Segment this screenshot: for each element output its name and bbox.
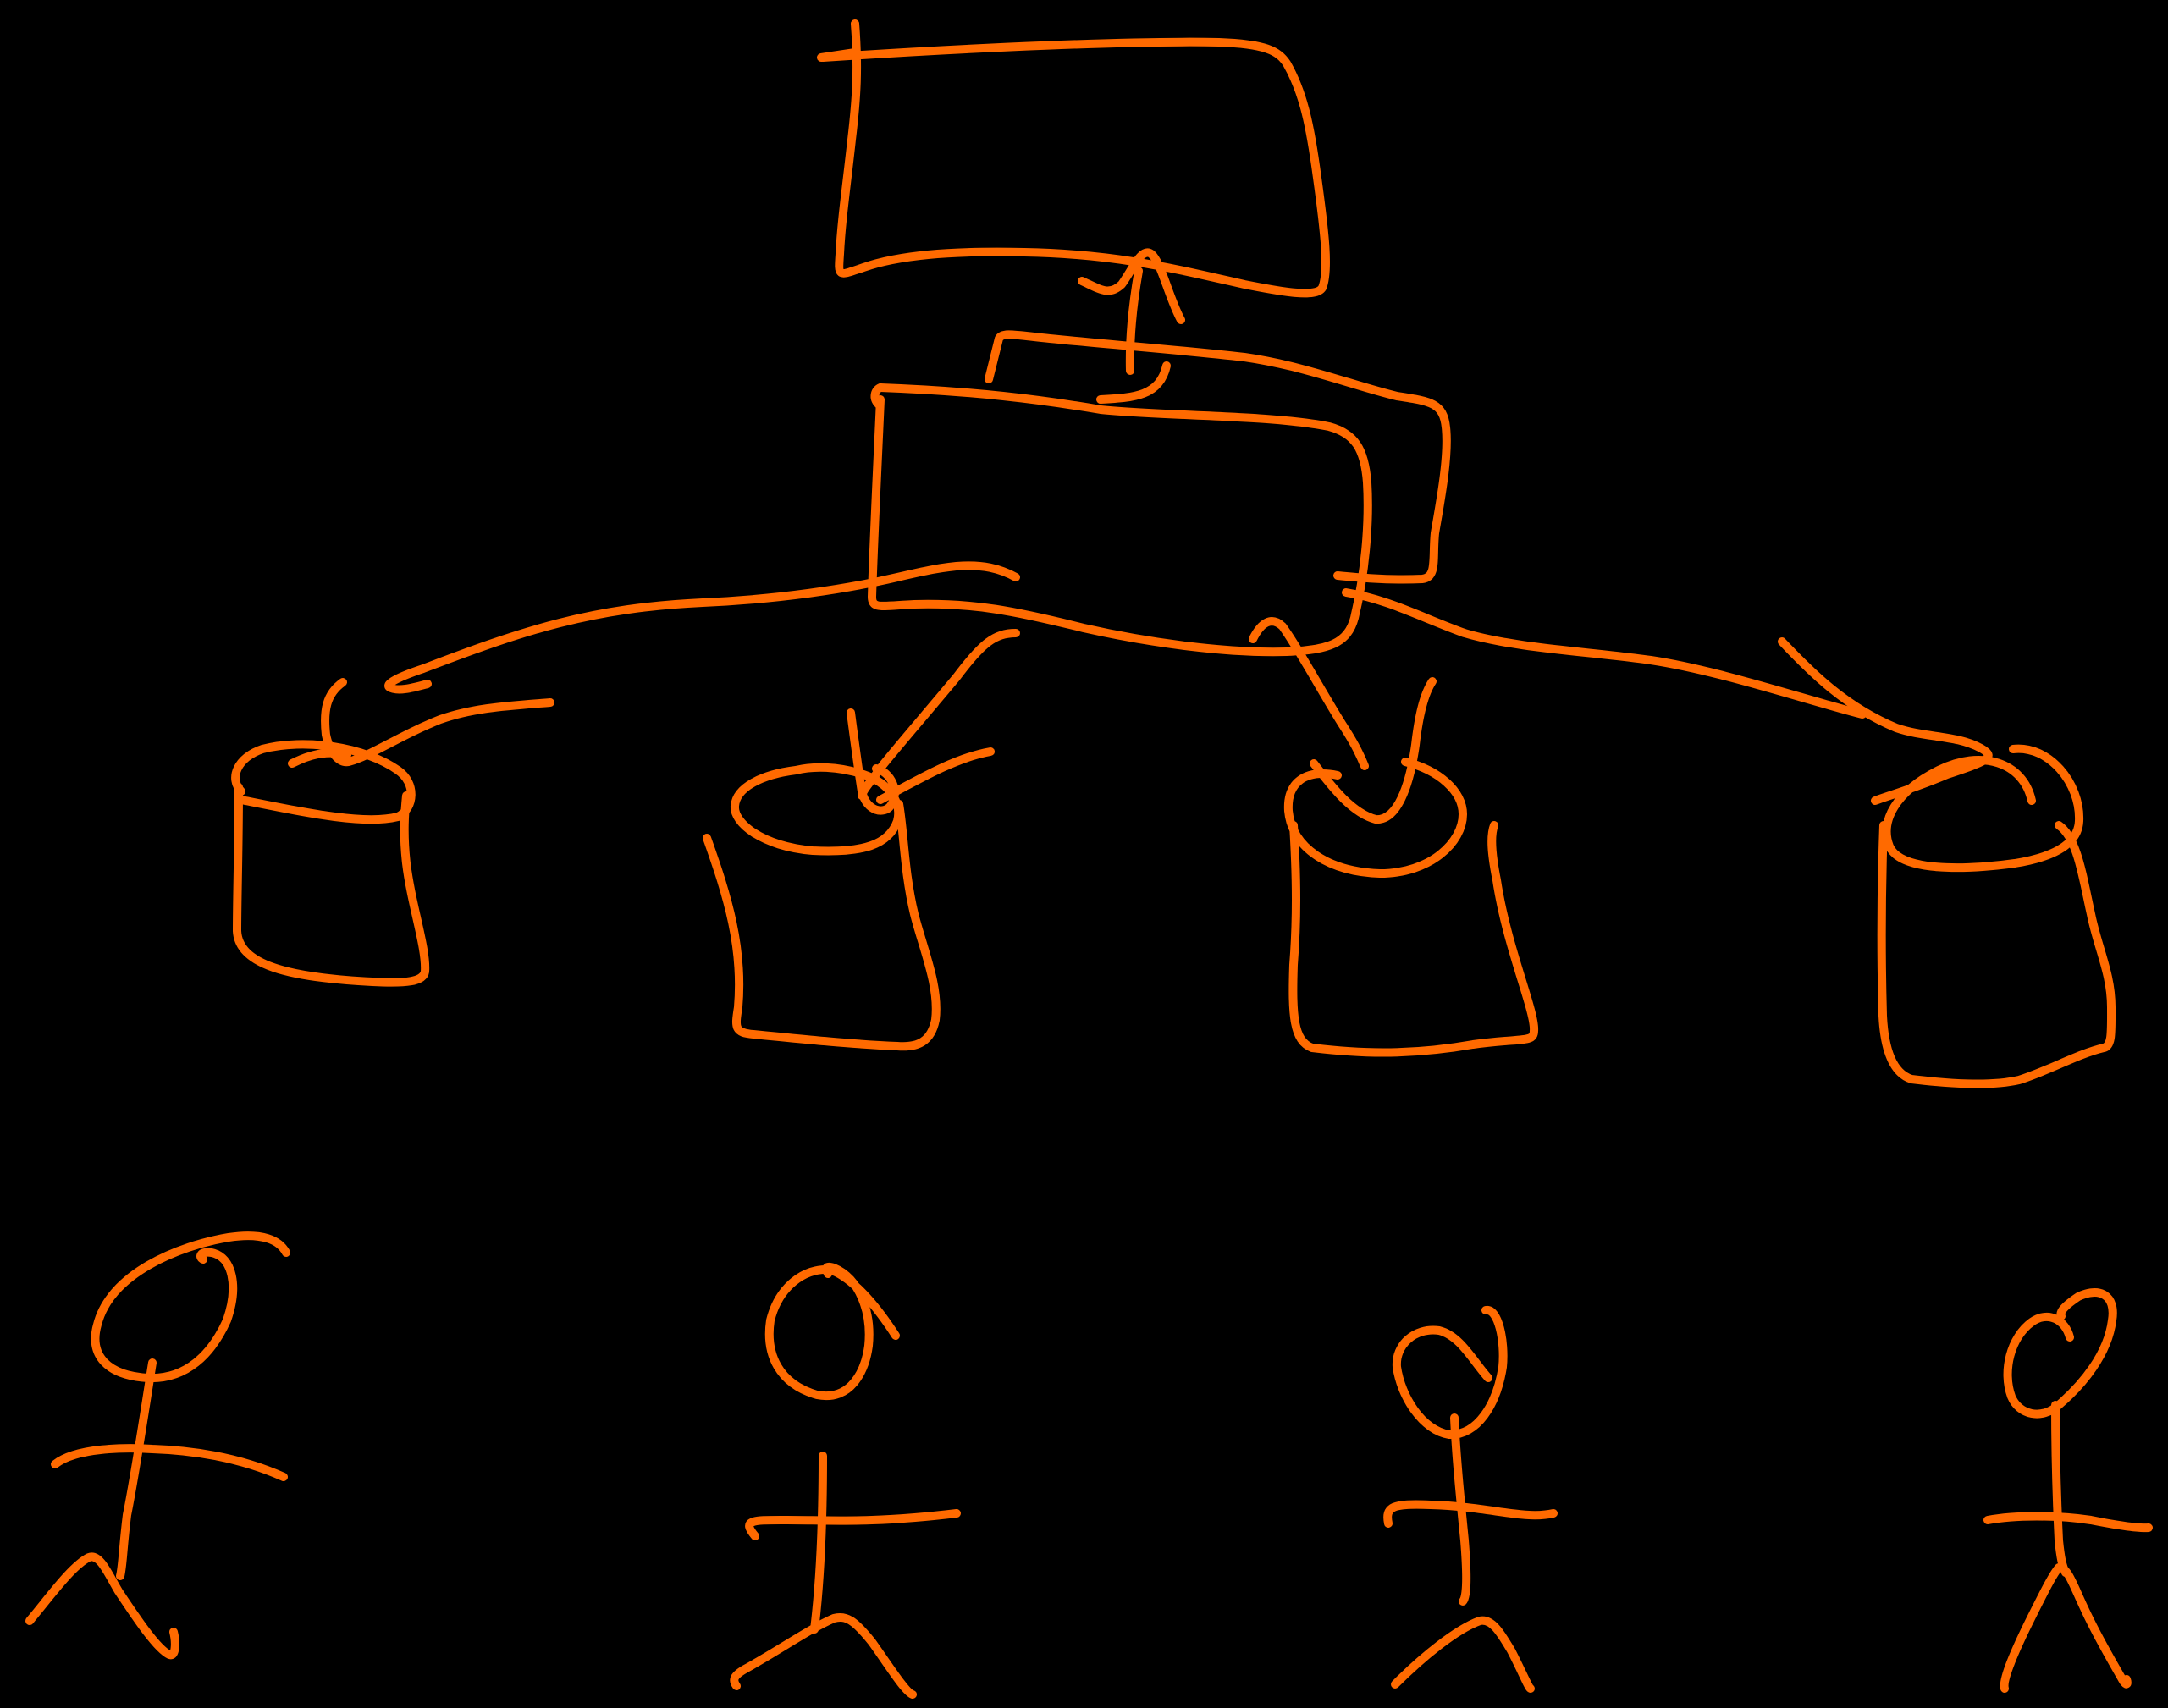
top-box-corner-stroke [821, 52, 855, 58]
